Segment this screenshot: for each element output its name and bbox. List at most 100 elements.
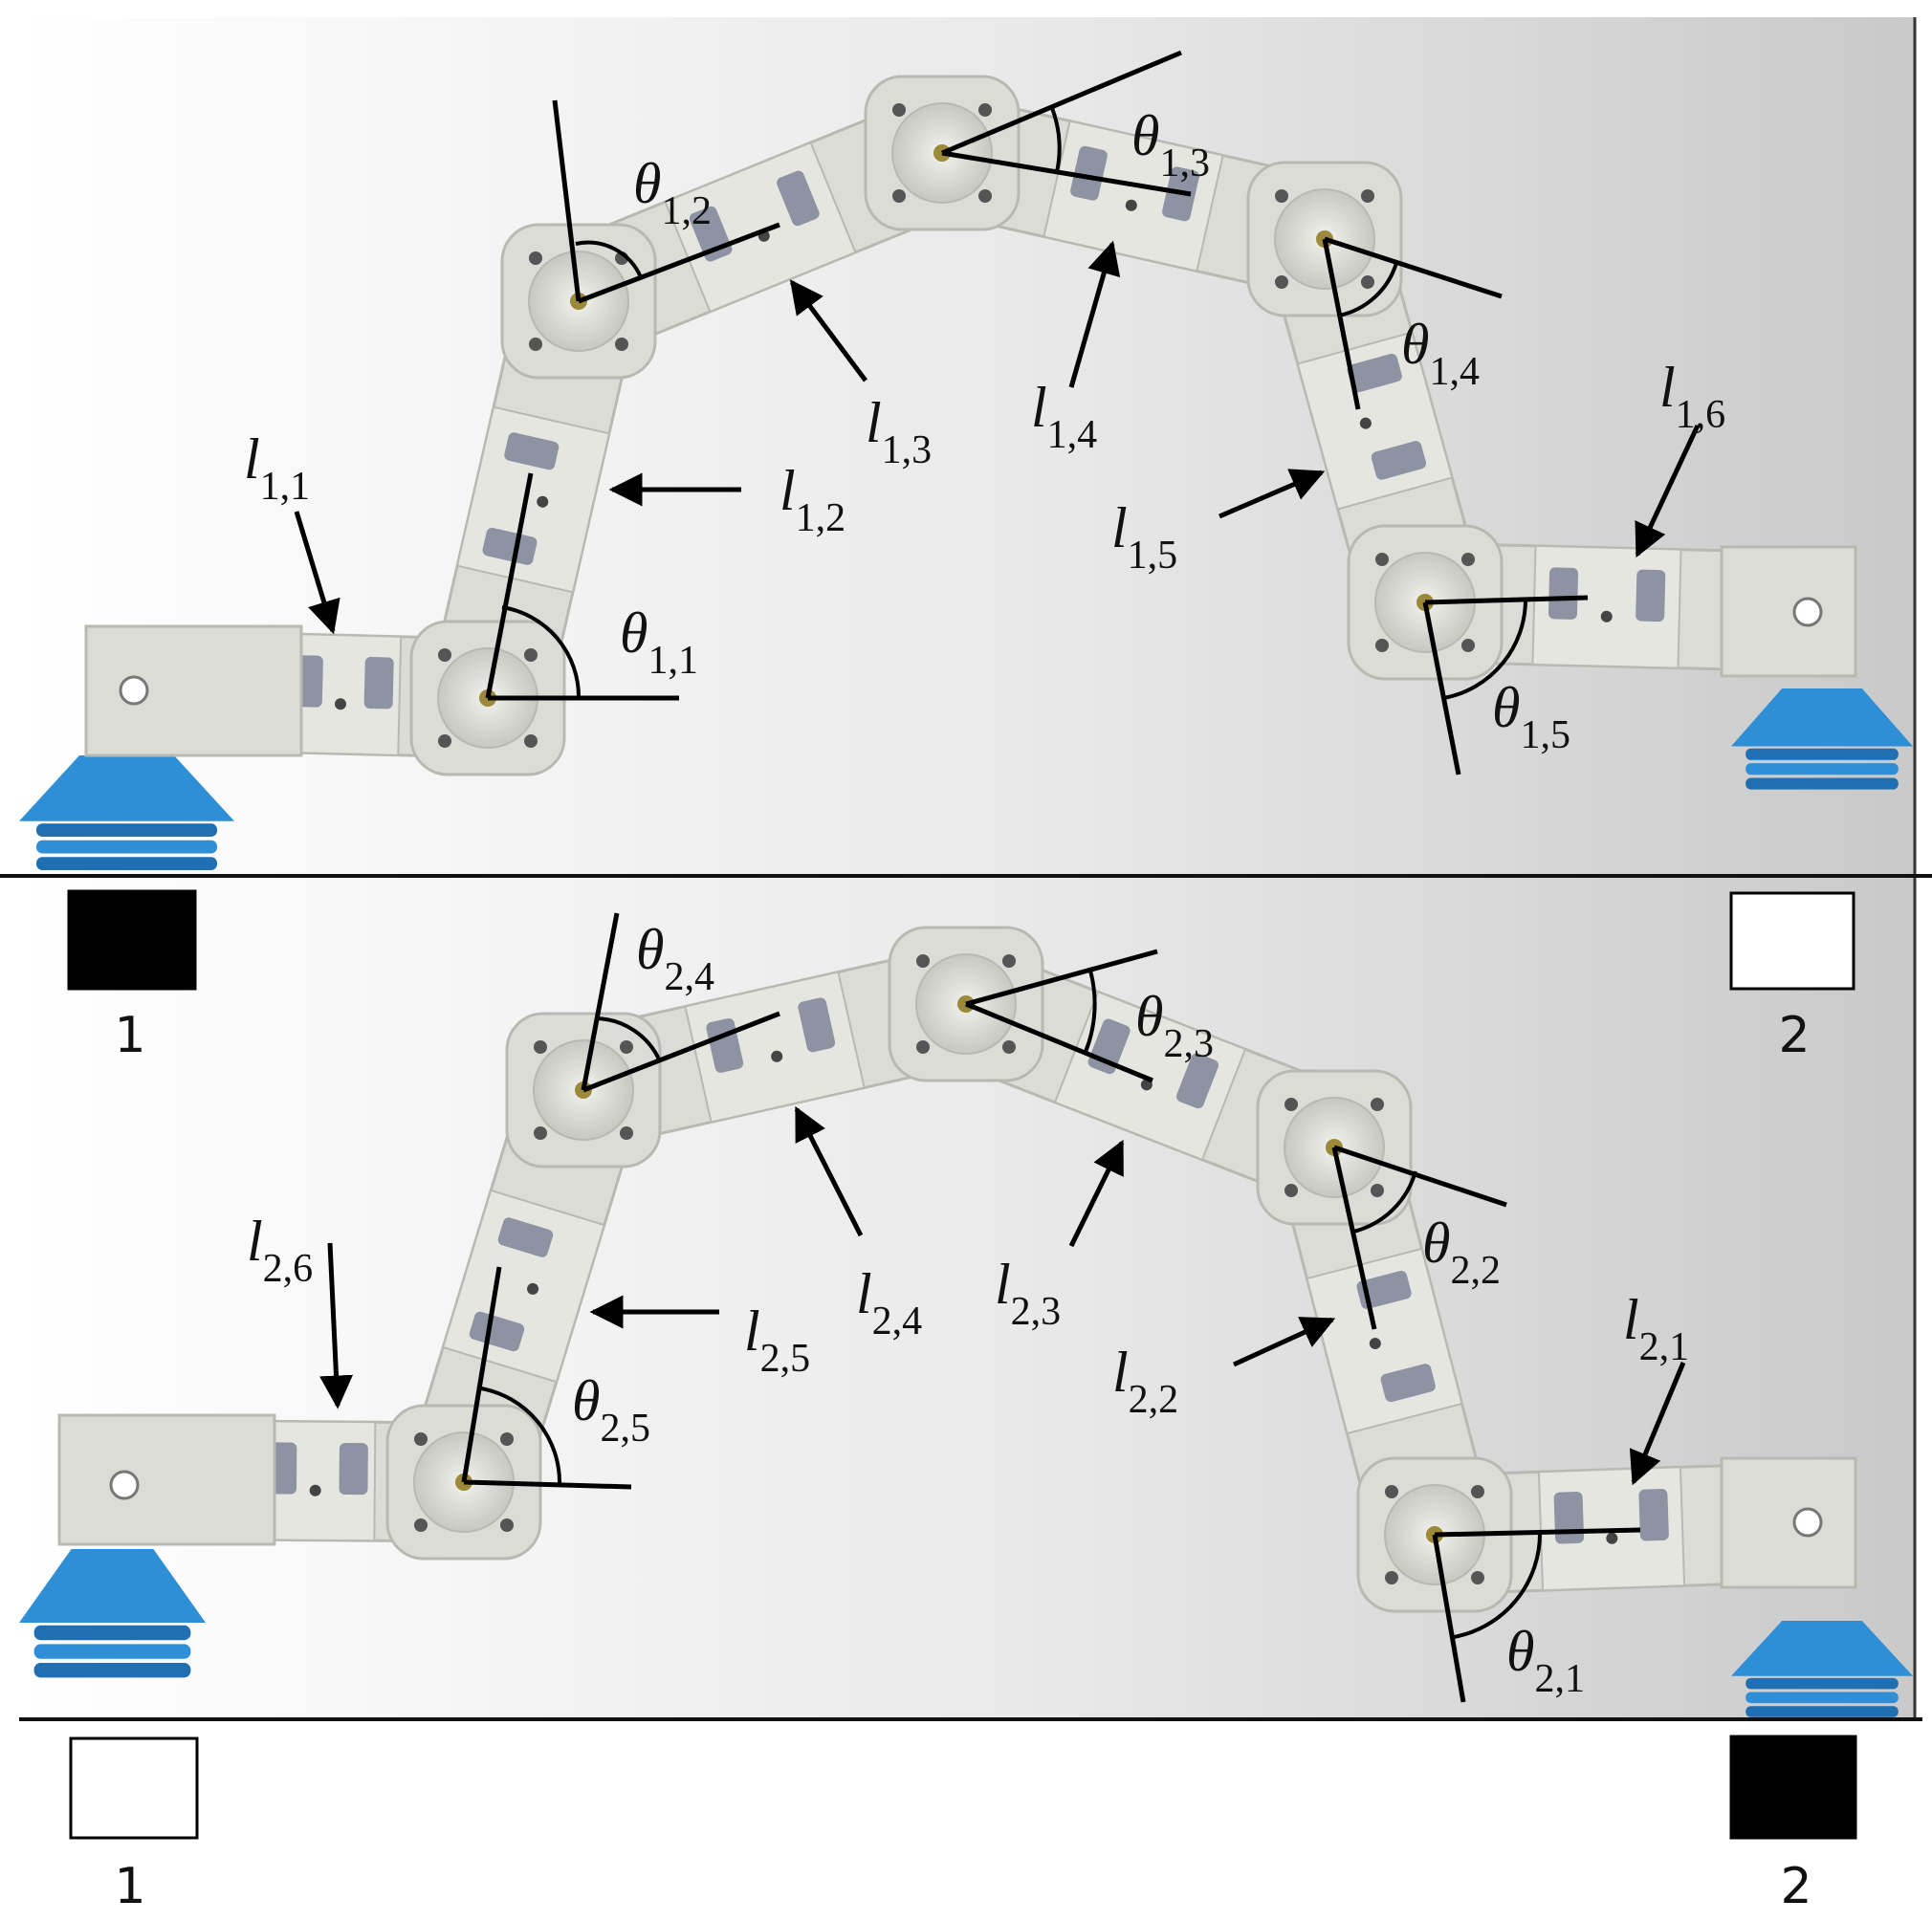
- bottom-angle-label-1-subscript: 2,1: [1534, 1657, 1585, 1701]
- bottom-angle-label-3-subscript: 2,3: [1163, 1022, 1214, 1066]
- top-link-left-screw: [335, 698, 347, 710]
- bottom-angle-label-5-symbol: θ: [572, 1369, 600, 1432]
- top-link-3-servo-window: [1070, 145, 1108, 201]
- top-left-suction-cup-ring: [36, 840, 217, 854]
- top-angle-label-3: θ1,3: [1131, 104, 1210, 186]
- reference-line-19: [1434, 1527, 1641, 1538]
- bottom-right-suction-cup-ring: [1745, 1677, 1899, 1690]
- top-left-base-module: [84, 624, 303, 757]
- top-indicator-2-number: 2: [1778, 1007, 1810, 1064]
- bottom-segment-label-3-symbol: l: [995, 1253, 1011, 1316]
- top-angle-label-2-subscript: 1,2: [661, 189, 712, 233]
- bottom-joint-hub-2-bolt: [620, 1040, 633, 1054]
- bottom-link-3: [942, 947, 1358, 1205]
- bottom-segment-label-4-subscript: 2,4: [872, 1300, 923, 1343]
- top-link-3-screw: [1125, 199, 1137, 211]
- bottom-joint-hub-5-bolt: [1471, 1571, 1484, 1584]
- top-angle-label-4-symbol: θ: [1401, 313, 1429, 376]
- bottom-joint-hub-4-bolt: [1371, 1098, 1384, 1111]
- top-left-suction-cup-ring: [36, 823, 217, 837]
- top-left-suction-cup: [19, 755, 234, 870]
- reference-line-6: [941, 150, 1192, 197]
- top-left-base-module-body: [84, 624, 303, 757]
- bottom-joint-hub-2-bolt: [534, 1040, 547, 1054]
- top-segment-label-1-subscript: 1,1: [260, 465, 311, 509]
- angle-arc-6: [480, 1387, 562, 1485]
- bottom-link-right-servo-window: [1638, 1488, 1669, 1541]
- bottom-joint-hub-1-bolt: [500, 1518, 514, 1532]
- top-left-base-module-hole: [119, 675, 149, 706]
- reference-line-8: [1322, 238, 1361, 410]
- top-joint-hub-5-bolt: [1461, 553, 1475, 566]
- bottom-joint-hub-2-bolt: [534, 1126, 547, 1140]
- bottom-link-1-screw: [527, 1282, 539, 1295]
- top-right-suction-cup-ring: [1745, 748, 1899, 760]
- top-segment-label-6-subscript: 1,6: [1676, 393, 1726, 437]
- bottom-indicator-1-square: [69, 1736, 199, 1840]
- bottom-angle-label-4: θ2,4: [636, 918, 714, 999]
- bottom-angle-label-5-subscript: 2,5: [600, 1407, 650, 1451]
- top-joint-hub-1-bolt: [438, 734, 451, 748]
- top-link-4-screw: [1359, 417, 1372, 429]
- top-joint-hub-1-bolt: [524, 734, 538, 748]
- bottom-link-2-servo-window: [798, 997, 836, 1053]
- pointer-arrow-11: [1232, 1317, 1336, 1367]
- top-joint-hub-1-bolt: [524, 648, 538, 662]
- bottom-link-1-servo-window: [497, 1217, 554, 1257]
- pointer-arrow-9: [794, 1105, 864, 1237]
- top-joint-hub-3-bolt: [978, 103, 992, 117]
- top-link-right-servo-window: [1548, 567, 1579, 620]
- bottom-segment-label-6-symbol: l: [247, 1210, 263, 1273]
- reference-line-2: [485, 472, 534, 699]
- top-segment-label-3: l1,3: [866, 391, 932, 472]
- bottom-indicator-1: 1: [69, 1736, 199, 1915]
- angle-arc-8: [1084, 970, 1097, 1053]
- top-right-suction-cup: [1731, 688, 1913, 790]
- top-segment-label-3-symbol: l: [866, 391, 882, 454]
- angle-arc-1: [501, 605, 582, 699]
- bottom-right-base-module-hole: [1792, 1507, 1823, 1538]
- reference-line-7: [1324, 236, 1503, 299]
- bottom-link-2-screw: [771, 1050, 783, 1062]
- reference-line-14: [582, 1011, 780, 1093]
- top-angle-label-4-subscript: 1,4: [1429, 350, 1480, 394]
- bottom-joint-hub-5-bolt: [1385, 1485, 1398, 1498]
- bottom-joint-hub-3-bolt: [1002, 954, 1016, 968]
- bottom-joint-hub-1-bolt: [414, 1518, 428, 1532]
- bottom-angle-label-1-symbol: θ: [1506, 1620, 1534, 1683]
- bottom-right-suction-cup: [1731, 1621, 1913, 1717]
- bottom-angle-label-2-subscript: 2,2: [1450, 1249, 1501, 1293]
- bottom-segment-label-5-subscript: 2,5: [760, 1337, 811, 1381]
- top-joint-hub-3-bolt: [978, 189, 992, 203]
- top-left-suction-cup-ring: [36, 857, 217, 870]
- bottom-left-suction-cup-ring: [33, 1663, 191, 1678]
- bottom-left-base-module: [57, 1413, 276, 1546]
- top-segment-label-5-subscript: 1,5: [1128, 534, 1178, 578]
- reference-line-18: [1331, 1147, 1377, 1330]
- angle-arc-4: [1338, 262, 1398, 317]
- top-segment-label-3-subscript: 1,3: [882, 428, 933, 472]
- top-right-suction-cup-ring: [1745, 763, 1899, 775]
- bottom-joint-hub-2-bolt: [620, 1126, 633, 1140]
- top-angle-label-1: θ1,1: [620, 601, 698, 683]
- bottom-right-base-module: [1720, 1456, 1857, 1589]
- top-angle-label-1-subscript: 1,1: [648, 639, 698, 683]
- top-segment-label-5: l1,5: [1111, 496, 1177, 578]
- top-indicator-1-number: 1: [114, 1007, 145, 1064]
- bottom-joint-hub-4-bolt: [1284, 1184, 1298, 1197]
- bottom-segment-label-4-symbol: l: [856, 1262, 872, 1325]
- reference-line-10: [1422, 601, 1461, 775]
- top-angle-label-2-symbol: θ: [633, 152, 661, 215]
- top-link-4-servo-window: [1347, 353, 1402, 393]
- top-link-right-servo-window: [1636, 569, 1666, 622]
- bottom-segment-label-4: l2,4: [856, 1262, 922, 1343]
- top-indicator-2-square: [1729, 891, 1855, 991]
- bottom-link-4-screw: [1369, 1338, 1381, 1350]
- bottom-segment-label-3: l2,3: [995, 1253, 1061, 1334]
- angle-arc-10: [1453, 1531, 1543, 1639]
- bottom-segment-label-2-subscript: 2,2: [1129, 1378, 1179, 1422]
- top-joint-hub-5-bolt: [1375, 553, 1389, 566]
- pointer-arrow-5: [1218, 469, 1326, 519]
- top-joint-hub-4-bolt: [1275, 189, 1288, 203]
